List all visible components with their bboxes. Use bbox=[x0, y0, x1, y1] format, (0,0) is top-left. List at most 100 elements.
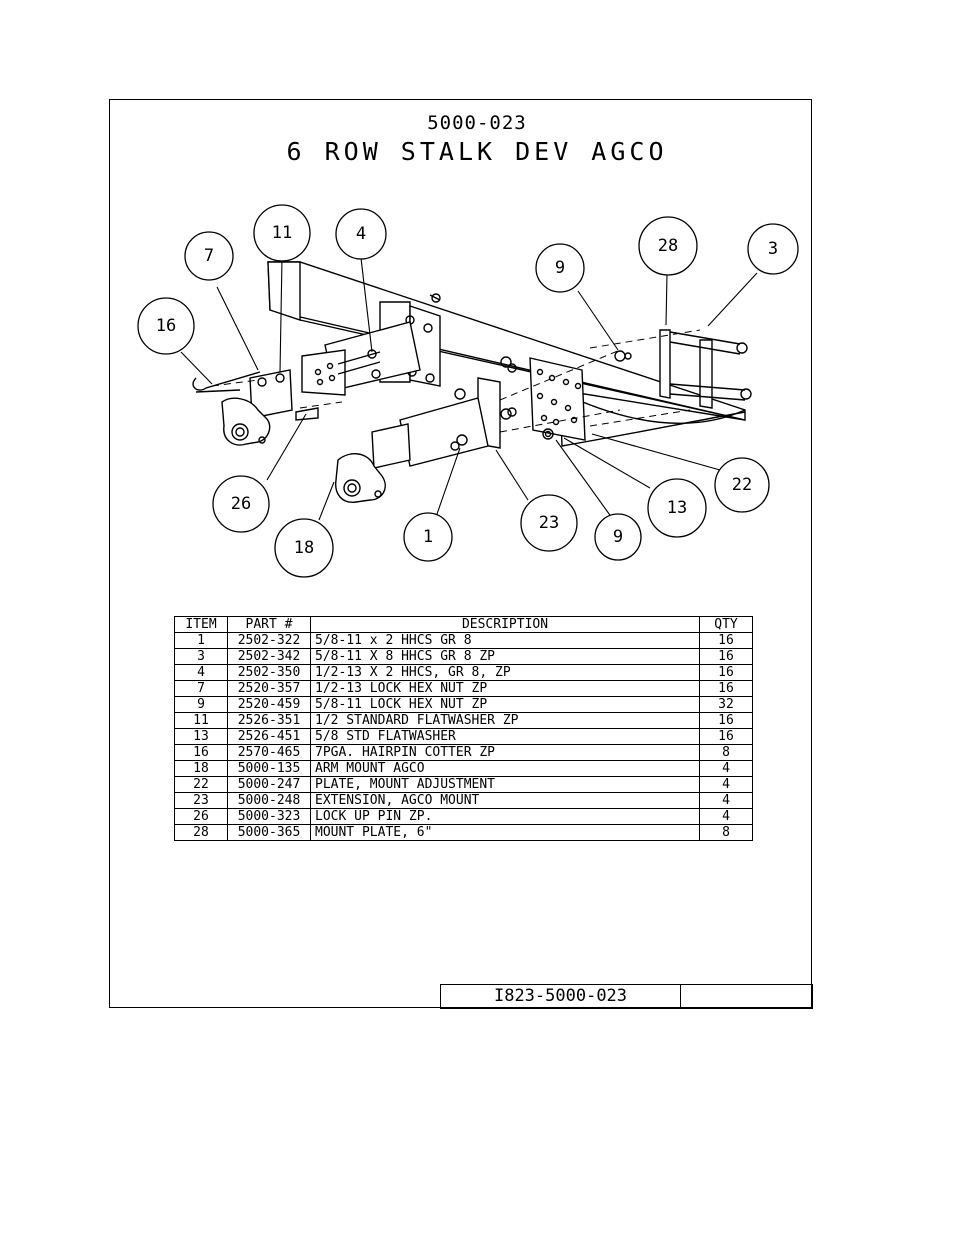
callout-label: 26 bbox=[231, 494, 251, 514]
callout-label: 13 bbox=[667, 498, 687, 518]
cell-part-number: 2520-459 bbox=[227, 696, 311, 713]
callout-bubble-16 bbox=[137, 297, 195, 355]
cell-description: 5/8 STD FLATWASHER bbox=[310, 728, 700, 745]
cell-item: 23 bbox=[174, 792, 228, 809]
cell-item: 3 bbox=[174, 648, 228, 665]
cell-description: PLATE, MOUNT ADJUSTMENT bbox=[310, 776, 700, 793]
drawing-sheet-border bbox=[109, 99, 812, 1008]
u-bolt-mount-plates bbox=[659, 329, 752, 409]
cell-qty: 16 bbox=[699, 712, 753, 729]
cell-part-number: 5000-248 bbox=[227, 792, 311, 809]
cell-description: 5/8-11 LOCK HEX NUT ZP bbox=[310, 696, 700, 713]
cell-item: 1 bbox=[174, 632, 228, 649]
cell-qty: 4 bbox=[699, 808, 753, 825]
cell-part-number: 5000-135 bbox=[227, 760, 311, 777]
cell-part-number: 2526-351 bbox=[227, 712, 311, 729]
cell-item: 7 bbox=[174, 680, 228, 697]
upper-arm-mount bbox=[192, 369, 319, 446]
drawing-title: 6 ROW STALK DEV AGCO bbox=[286, 137, 668, 166]
cell-qty: 16 bbox=[699, 648, 753, 665]
cell-part-number: 2570-465 bbox=[227, 744, 311, 761]
callout-label: 3 bbox=[768, 239, 778, 259]
cell-description: MOUNT PLATE, 6" bbox=[310, 824, 700, 841]
cell-qty: 16 bbox=[699, 664, 753, 681]
cell-qty: 4 bbox=[699, 776, 753, 793]
callout-label: 28 bbox=[658, 236, 678, 256]
callout-bubble-9-lower bbox=[594, 513, 642, 561]
callout-bubble-11 bbox=[253, 204, 311, 262]
cell-item: 11 bbox=[174, 712, 228, 729]
callout-label: 1 bbox=[423, 527, 433, 547]
cell-description: 1/2-13 X 2 HHCS, GR 8, ZP bbox=[310, 664, 700, 681]
callout-label: 22 bbox=[732, 475, 752, 495]
cell-qty: 4 bbox=[699, 760, 753, 777]
callout-bubble-23 bbox=[520, 494, 578, 552]
callout-bubble-9-upper bbox=[535, 243, 585, 293]
callout-bubble-26 bbox=[212, 475, 270, 533]
cell-item: 13 bbox=[174, 728, 228, 745]
cell-item: 26 bbox=[174, 808, 228, 825]
cell-description: ARM MOUNT AGCO bbox=[310, 760, 700, 777]
callout-label: 4 bbox=[356, 224, 366, 244]
header-qty: QTY bbox=[699, 616, 753, 633]
cell-description: LOCK UP PIN ZP. bbox=[310, 808, 700, 825]
upper-extension-tube bbox=[301, 321, 421, 396]
callout-label: 23 bbox=[539, 513, 559, 533]
cell-description: 5/8-11 x 2 HHCS GR 8 bbox=[310, 632, 700, 649]
cell-item: 18 bbox=[174, 760, 228, 777]
title-block-blank-cell bbox=[681, 985, 812, 1008]
lower-extension-tube bbox=[399, 388, 489, 467]
callout-label: 7 bbox=[204, 246, 214, 266]
callout-bubble-1 bbox=[403, 512, 453, 562]
title-block: I823-5000-023 bbox=[440, 984, 813, 1009]
header-part-number: PART # bbox=[227, 616, 311, 633]
cell-item: 9 bbox=[174, 696, 228, 713]
cell-qty: 4 bbox=[699, 792, 753, 809]
cell-part-number: 2520-357 bbox=[227, 680, 311, 697]
callout-bubble-18 bbox=[274, 518, 334, 578]
cell-part-number: 2502-342 bbox=[227, 648, 311, 665]
cell-item: 4 bbox=[174, 664, 228, 681]
callout-bubble-22 bbox=[714, 457, 770, 513]
callout-label: 9 bbox=[613, 527, 623, 547]
drawing-number: 5000-023 bbox=[427, 112, 527, 134]
cell-item: 16 bbox=[174, 744, 228, 761]
cell-qty: 16 bbox=[699, 680, 753, 697]
cell-qty: 8 bbox=[699, 824, 753, 841]
cell-part-number: 5000-323 bbox=[227, 808, 311, 825]
callout-bubble-3 bbox=[747, 223, 799, 275]
header-item: ITEM bbox=[174, 616, 228, 633]
cell-qty: 8 bbox=[699, 744, 753, 761]
cell-description: 5/8-11 X 8 HHCS GR 8 ZP bbox=[310, 648, 700, 665]
cell-description: EXTENSION, AGCO MOUNT bbox=[310, 792, 700, 809]
cell-part-number: 2502-322 bbox=[227, 632, 311, 649]
callout-bubble-13 bbox=[647, 478, 707, 538]
cell-description: 1/2 STANDARD FLATWASHER ZP bbox=[310, 712, 700, 729]
cell-part-number: 2526-451 bbox=[227, 728, 311, 745]
document-number: I823-5000-023 bbox=[441, 985, 681, 1008]
callout-label: 11 bbox=[272, 223, 292, 243]
cell-item: 28 bbox=[174, 824, 228, 841]
cell-item: 22 bbox=[174, 776, 228, 793]
cell-qty: 16 bbox=[699, 632, 753, 649]
cell-part-number: 5000-247 bbox=[227, 776, 311, 793]
cell-part-number: 5000-365 bbox=[227, 824, 311, 841]
header-description: DESCRIPTION bbox=[310, 616, 700, 633]
callout-label: 18 bbox=[294, 538, 314, 558]
